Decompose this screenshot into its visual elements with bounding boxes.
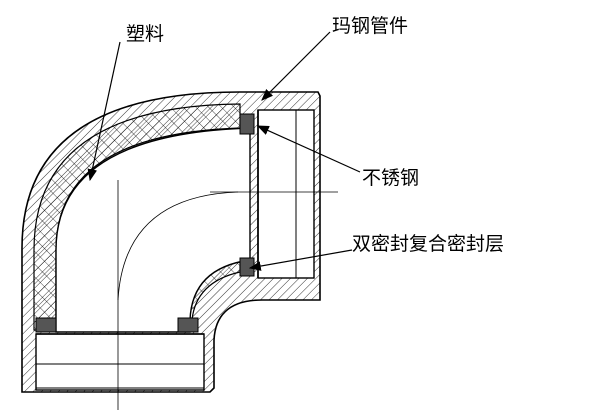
seal-top-inner [239, 257, 255, 277]
leader-plastic [87, 41, 121, 182]
label-double-seal-layer: 双密封复合密封层 [352, 233, 504, 255]
label-plastic: 塑料 [126, 23, 164, 45]
inner-bore [55, 127, 251, 333]
label-malleable-iron-fitting: 玛钢管件 [332, 15, 408, 37]
right-socket-bore [257, 109, 315, 279]
leader-double-seal [248, 249, 353, 271]
seal-bottom-left [35, 317, 57, 333]
leader-malleable-iron [261, 31, 331, 101]
label-stainless-steel: 不锈钢 [362, 167, 419, 189]
leader-stainless-steel [256, 125, 361, 173]
seal-bottom-right [177, 317, 199, 333]
seal-top-outer [239, 113, 255, 135]
centerline-arc [117, 191, 239, 301]
bottom-socket-bore [35, 333, 205, 391]
